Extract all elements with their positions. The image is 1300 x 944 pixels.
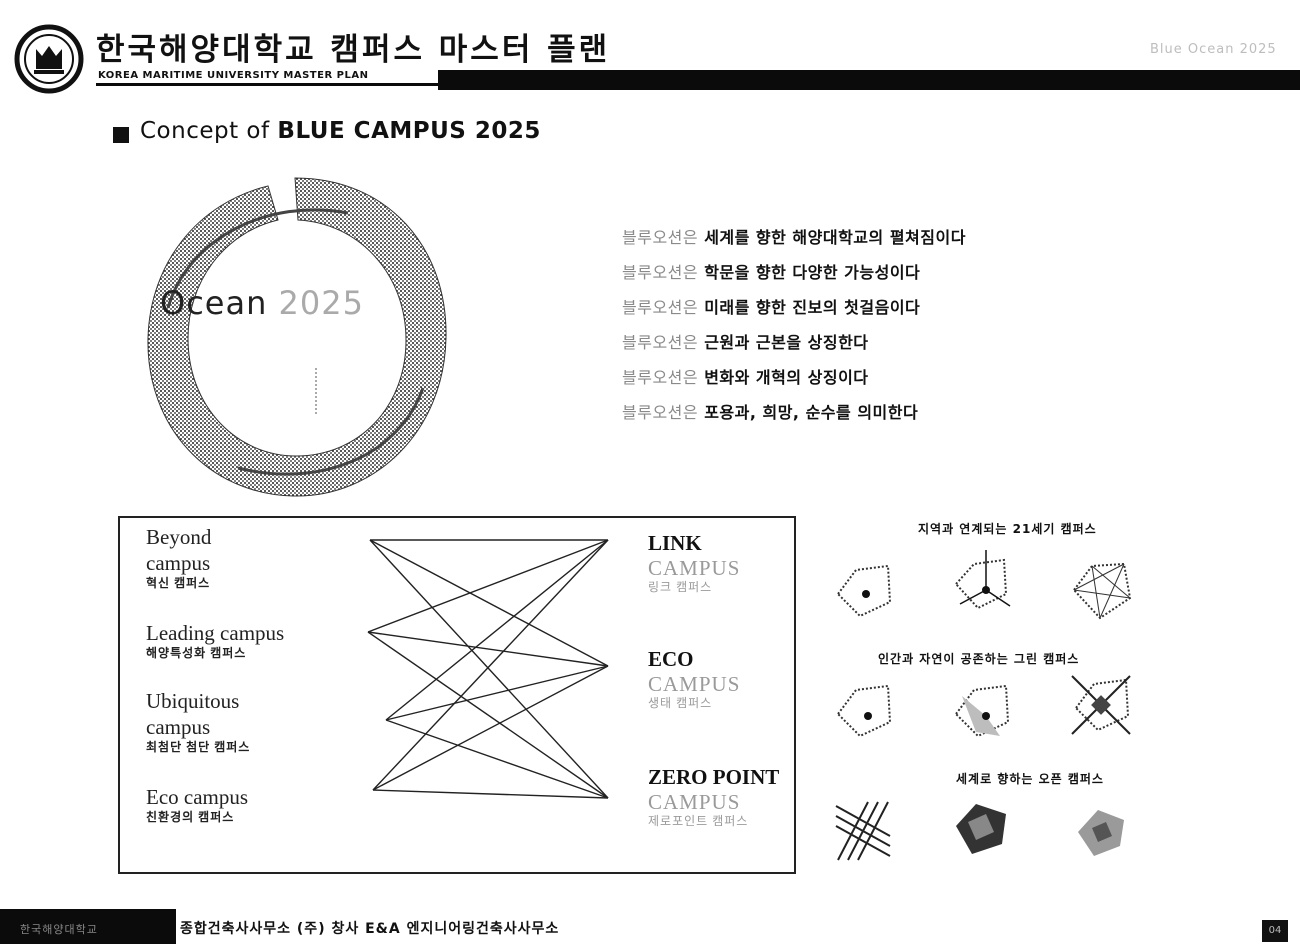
bullet-square-icon [113, 127, 129, 143]
concept-connector-lines [367, 539, 609, 799]
right-campus-sub: CAMPUS [648, 556, 741, 580]
left-campus-en: Eco campus [146, 785, 249, 809]
right-campus-heading: ZERO POINT [648, 765, 780, 789]
right-campus-heading: LINK [648, 531, 702, 555]
left-campus-item: Eco campus 친환경의 캠퍼스 [146, 784, 248, 825]
vision-text: 변화와 개혁의 상징이다 [704, 368, 869, 387]
vision-text: 포용과, 희망, 순수를 의미한다 [704, 403, 919, 422]
left-campus-en: Leading campus [146, 621, 285, 645]
header-bar [438, 70, 1300, 90]
vision-statement: 블루오션은 변화와 개혁의 상징이다 [622, 363, 966, 398]
ocean-logo-wordmark: Ocean 2025 [160, 284, 364, 322]
vision-statement-list: 블루오션은 세계를 향한 해양대학교의 펼쳐짐이다 블루오션은 학문을 향한 다… [622, 223, 966, 433]
left-campus-item: Leading campus 해양특성화 캠퍼스 [146, 620, 284, 661]
vision-text: 미래를 향한 진보의 첫걸음이다 [704, 298, 921, 317]
open-scatter-icon [1078, 810, 1124, 856]
concept-heading-prefix: Concept of [140, 118, 278, 144]
left-campus-en: campus [146, 715, 211, 739]
site-expand-icon [954, 550, 1011, 610]
diagram-title-eco: 인간과 자연이 공존하는 그린 캠퍼스 [878, 652, 1080, 666]
university-emblem-icon [14, 24, 84, 94]
ocean-logo-word: Ocean [160, 284, 268, 322]
vision-statement: 블루오션은 학문을 향한 다양한 가능성이다 [622, 258, 966, 293]
vision-statement: 블루오션은 근원과 근본을 상징한다 [622, 328, 966, 363]
concept-mapping-box [118, 516, 796, 874]
blue-ocean-swirl-graphic [147, 177, 447, 497]
vision-statement: 블루오션은 미래를 향한 진보의 첫걸음이다 [622, 293, 966, 328]
ocean-logo-year: 2025 [267, 284, 364, 322]
right-campus-sub: CAMPUS [648, 790, 741, 814]
left-campus-en: Ubiquitous [146, 689, 240, 713]
diagram-title-link: 지역과 연계되는 21세기 캠퍼스 [918, 522, 1097, 536]
vision-lead: 블루오션은 [622, 263, 699, 282]
vision-text: 세계를 향한 해양대학교의 펼쳐짐이다 [704, 228, 966, 247]
vision-lead: 블루오션은 [622, 228, 699, 247]
left-campus-ko: 최첨단 첨단 캠퍼스 [146, 740, 251, 754]
footer-block [0, 909, 176, 944]
right-campus-item: ZERO POINT CAMPUS 제로포인트 캠퍼스 [648, 764, 779, 829]
green-zone-icon [954, 684, 1010, 738]
header-title-english: KOREA MARITIME UNIVERSITY MASTER PLAN [98, 70, 369, 81]
right-campus-ko: 생태 캠퍼스 [648, 696, 713, 710]
footer-company-text: 종합건축사사무소 (주) 창사 E&A 엔지니어링건축사사무소 [180, 921, 560, 937]
vision-text: 근원과 근본을 상징한다 [704, 333, 869, 352]
vision-statement: 블루오션은 포용과, 희망, 순수를 의미한다 [622, 398, 966, 433]
left-campus-en: Beyond [146, 525, 212, 549]
right-campus-sub: CAMPUS [648, 672, 741, 696]
site-network-icon [1072, 562, 1132, 620]
vision-statement: 블루오션은 세계를 향한 해양대학교의 펼쳐짐이다 [622, 223, 966, 258]
left-campus-item: Beyond campus 혁신 캠퍼스 [146, 524, 211, 591]
concept-heading-strong: BLUE CAMPUS 2025 [277, 118, 541, 144]
header-title-korean: 한국해양대학교 캠퍼스 마스터 플랜 [96, 32, 611, 68]
vision-text: 학문을 향한 다양한 가능성이다 [704, 263, 921, 282]
right-campus-ko: 링크 캠퍼스 [648, 580, 713, 594]
left-campus-ko: 해양특성화 캠퍼스 [146, 646, 247, 660]
left-campus-ko: 친환경의 캠퍼스 [146, 810, 235, 824]
vision-lead: 블루오션은 [622, 368, 699, 387]
green-node-icon [836, 684, 892, 738]
page-number-badge: 04 [1262, 920, 1288, 942]
header-badge: Blue Ocean 2025 [1150, 42, 1277, 57]
site-node-icon [836, 564, 892, 618]
left-campus-en: campus [146, 551, 211, 575]
diagram-title-open: 세계로 향하는 오픈 캠퍼스 [956, 772, 1104, 786]
right-campus-ko: 제로포인트 캠퍼스 [648, 814, 749, 828]
footer-block-text: 한국해양대학교 [20, 923, 98, 936]
left-campus-item: Ubiquitous campus 최첨단 첨단 캠퍼스 [146, 688, 250, 755]
vision-lead: 블루오션은 [622, 403, 699, 422]
header-underline [96, 83, 441, 86]
green-cross-icon [1071, 675, 1131, 735]
right-campus-item: LINK CAMPUS 링크 캠퍼스 [648, 530, 740, 595]
vision-lead: 블루오션은 [622, 298, 699, 317]
right-campus-heading: ECO [648, 647, 694, 671]
open-mass-icon [956, 804, 1006, 854]
concept-heading: Concept of BLUE CAMPUS 2025 [140, 118, 541, 144]
vision-lead: 블루오션은 [622, 333, 699, 352]
right-campus-item: ECO CAMPUS 생태 캠퍼스 [648, 646, 740, 711]
open-grid-icon [835, 801, 891, 861]
left-campus-ko: 혁신 캠퍼스 [146, 576, 211, 590]
